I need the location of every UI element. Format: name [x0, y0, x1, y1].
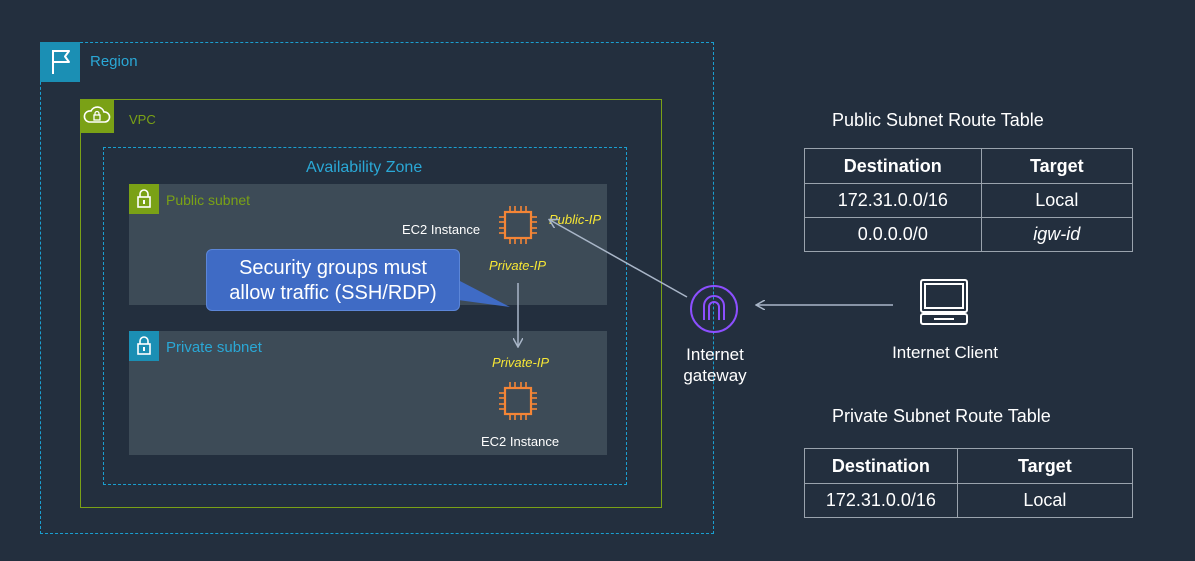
column-header-destination: Destination	[804, 448, 958, 484]
cloud-lock-icon	[80, 99, 114, 133]
lock-icon	[129, 331, 159, 361]
region-boundary	[40, 42, 714, 534]
destination-cell: 172.31.0.0/16	[804, 483, 958, 518]
public-subnet-label: Public subnet	[166, 192, 251, 208]
column-header-target: Target	[956, 448, 1134, 484]
security-group-callout	[206, 249, 460, 311]
lock-icon	[129, 184, 159, 214]
igw-line-2: gateway	[683, 366, 747, 385]
flag-icon	[40, 42, 80, 82]
target-cell: Local	[980, 183, 1134, 218]
public-instance-private-ip-label: Private-IP	[489, 258, 547, 273]
table-header-row: Destination Target	[804, 148, 1134, 184]
private-subnet-label: Private subnet	[166, 339, 262, 356]
public-ip-label: Public-IP	[549, 212, 602, 227]
table-row: 172.31.0.0/16 Local	[804, 483, 1134, 518]
public-ec2-instance-label: EC2 Instance	[402, 222, 481, 237]
target-cell: igw-id	[980, 217, 1134, 252]
private-subnet	[129, 331, 607, 455]
table-row: 172.31.0.0/16 Local	[804, 183, 1134, 218]
security-group-callout-text: Security groups must allow traffic (SSH/…	[206, 256, 460, 306]
private-ec2-instance-label: EC2 Instance	[481, 434, 560, 449]
table-header-row: Destination Target	[804, 448, 1134, 484]
internet-gateway-label: Internet gateway	[670, 344, 760, 386]
column-header-target: Target	[980, 148, 1134, 184]
vpc-label: VPC	[129, 112, 156, 127]
private-route-table: Destination Target 172.31.0.0/16 Local	[804, 448, 1134, 518]
availability-zone-label: Availability Zone	[306, 159, 423, 176]
gateway-to-public-ip-arrow	[550, 220, 688, 298]
chip-icon[interactable]	[497, 380, 539, 422]
igw-line-1: Internet	[686, 345, 744, 364]
callout-line-2: allow traffic (SSH/RDP)	[229, 282, 437, 304]
callout-pointer	[458, 280, 510, 307]
destination-cell: 172.31.0.0/16	[804, 183, 982, 218]
public-route-table-title: Public Subnet Route Table	[832, 110, 1044, 130]
vpc-boundary	[80, 99, 662, 508]
column-header-destination: Destination	[804, 148, 982, 184]
public-route-table: Destination Target 172.31.0.0/16 Local 0…	[804, 148, 1134, 252]
availability-zone-boundary	[103, 147, 627, 485]
region-label: Region	[90, 53, 138, 70]
target-cell: Local	[956, 483, 1134, 518]
internet-client-label: Internet Client	[892, 343, 998, 362]
callout-line-1: Security groups must	[239, 257, 427, 279]
private-instance-private-ip-label: Private-IP	[492, 355, 550, 370]
internet-gateway-icon[interactable]	[689, 284, 739, 334]
table-row: 0.0.0.0/0 igw-id	[804, 217, 1134, 252]
destination-cell: 0.0.0.0/0	[804, 217, 982, 252]
private-route-table-title: Private Subnet Route Table	[832, 406, 1051, 426]
laptop-icon[interactable]	[918, 278, 970, 328]
chip-icon[interactable]	[497, 204, 539, 246]
